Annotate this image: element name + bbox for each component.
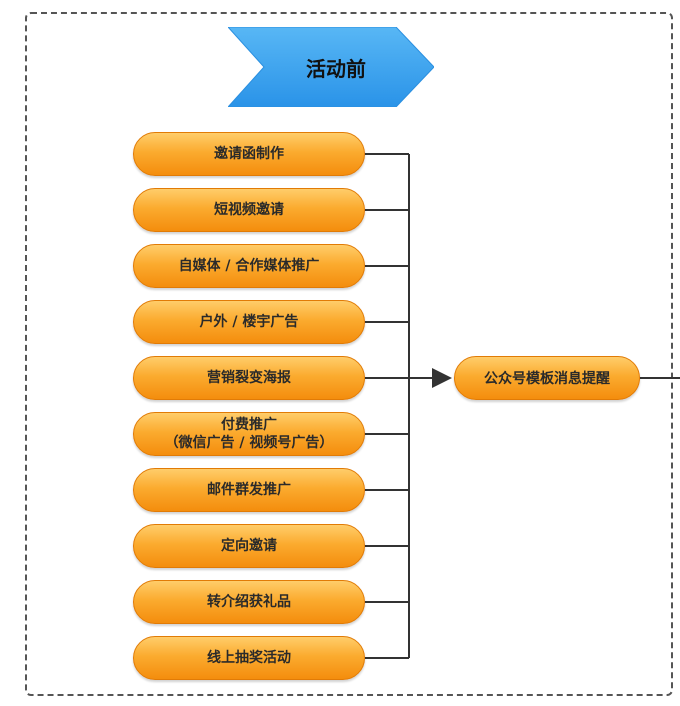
target-node: 公众号模板消息提醒 bbox=[454, 356, 640, 400]
source-label: 营销裂变海报 bbox=[207, 370, 291, 386]
source-sublabel: （微信广告 / 视频号广告） bbox=[164, 435, 334, 451]
phase-header: 活动前 bbox=[228, 27, 434, 107]
source-label: 转介绍获礼品 bbox=[207, 594, 291, 610]
source-node: 邀请函制作 bbox=[133, 132, 365, 176]
source-label: 自媒体 / 合作媒体推广 bbox=[178, 258, 320, 274]
source-node: 营销裂变海报 bbox=[133, 356, 365, 400]
source-node: 线上抽奖活动 bbox=[133, 636, 365, 680]
source-node: 自媒体 / 合作媒体推广 bbox=[133, 244, 365, 288]
dashed-frame bbox=[25, 12, 673, 696]
source-label: 付费推广 bbox=[221, 417, 277, 433]
source-node: 短视频邀请 bbox=[133, 188, 365, 232]
source-node: 邮件群发推广 bbox=[133, 468, 365, 512]
source-label: 户外 / 楼宇广告 bbox=[199, 314, 299, 330]
source-label: 邀请函制作 bbox=[214, 146, 284, 162]
source-label: 定向邀请 bbox=[221, 538, 277, 554]
source-label: 线上抽奖活动 bbox=[207, 650, 291, 666]
chevron-shape bbox=[228, 27, 434, 107]
source-node: 付费推广 （微信广告 / 视频号广告） bbox=[133, 412, 365, 456]
source-node: 户外 / 楼宇广告 bbox=[133, 300, 365, 344]
source-node: 定向邀请 bbox=[133, 524, 365, 568]
source-node: 转介绍获礼品 bbox=[133, 580, 365, 624]
source-label: 邮件群发推广 bbox=[207, 482, 291, 498]
header-title: 活动前 bbox=[306, 56, 366, 81]
source-label: 短视频邀请 bbox=[214, 202, 284, 218]
